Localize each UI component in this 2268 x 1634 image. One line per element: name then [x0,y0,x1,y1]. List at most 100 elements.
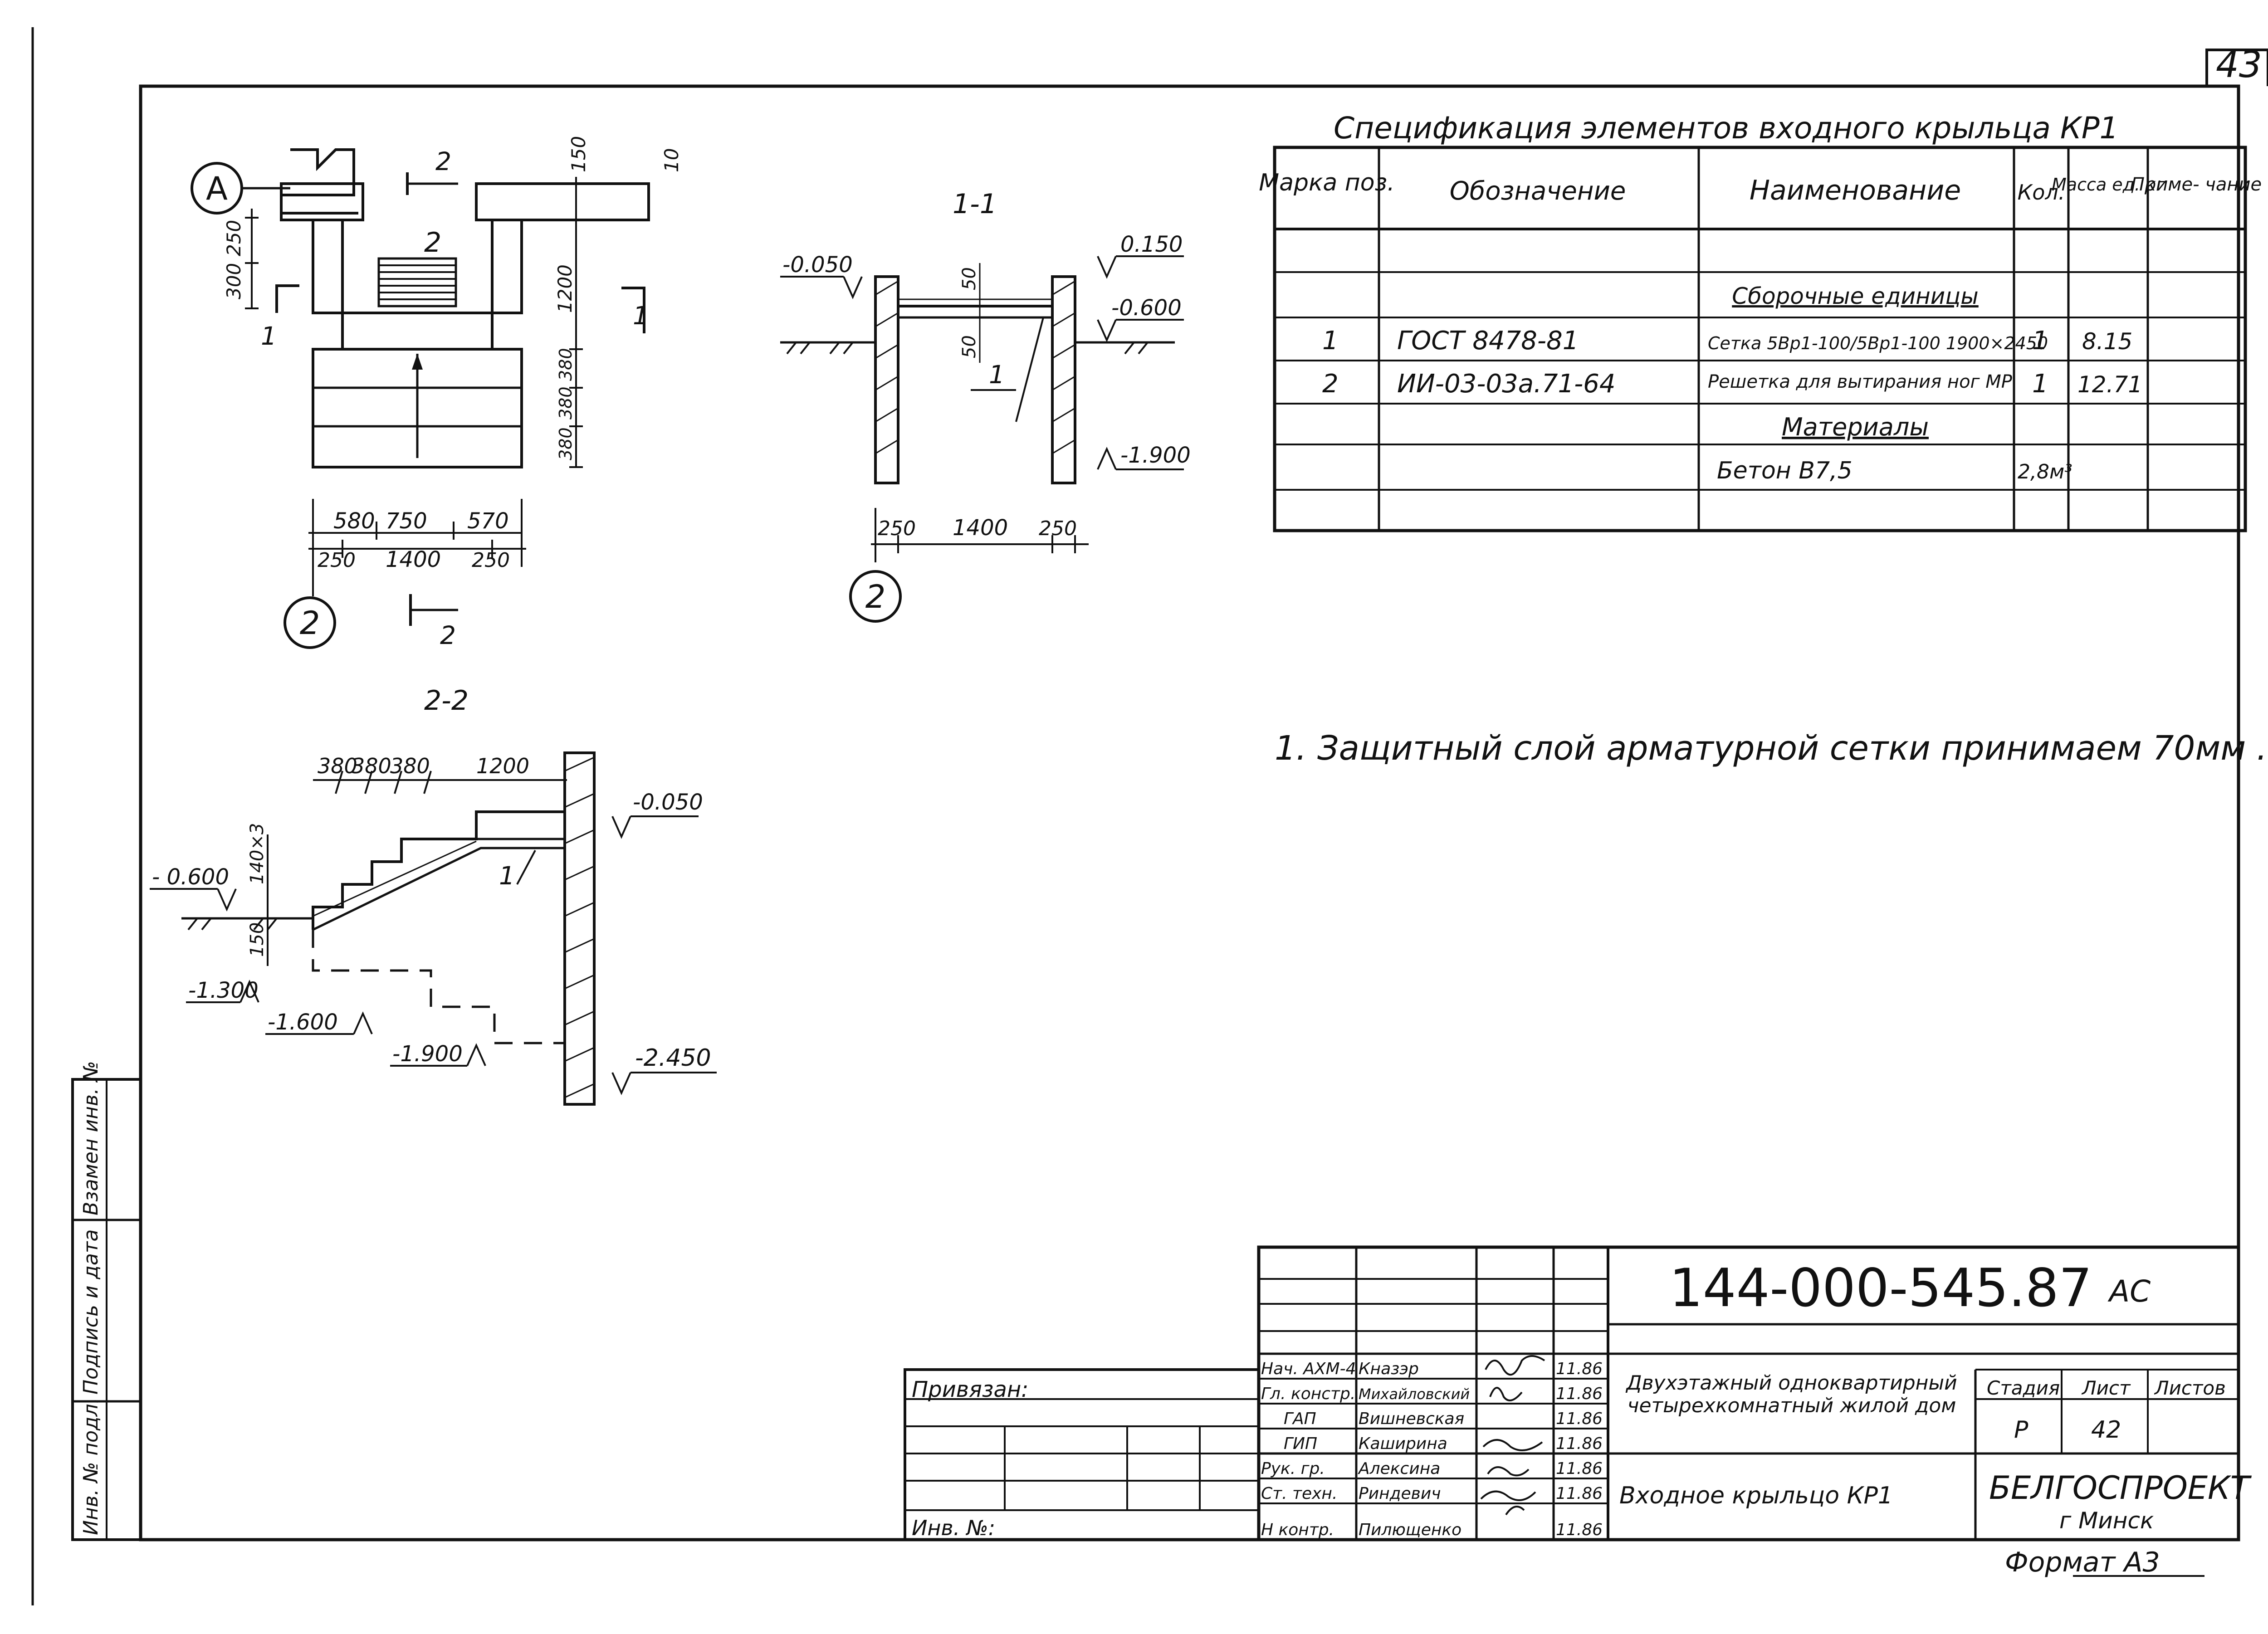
spec-table: Спецификация элементов входного крыльца … [1259,111,2262,532]
spec-row2-pos: 2 [1322,369,1339,399]
spec-header-pos: Марка поз. [1259,169,1395,196]
stamp-stage-label: Стадия [1987,1377,2060,1399]
plan-dim-left-1: 250 [223,220,245,256]
stamp-sheets-label: Листов [2154,1377,2226,1399]
stamp-name-1: Кназэр [1359,1360,1419,1378]
stamp-format: Формат А3 [2005,1546,2160,1578]
spec-header-designation: Обозначение [1450,176,1626,206]
axis-a-label: А [206,170,228,207]
plan-dim-bottom1-a: 580 [333,508,375,534]
section22-dim-top-4: 1200 [476,754,529,778]
section22-level-1: -0.050 [633,790,703,815]
stamp-attached-label: Привязан: [912,1377,1028,1402]
section11-dim-2: 1400 [953,515,1008,541]
stamp-sheet: 42 [2091,1416,2121,1444]
signatures [1480,1355,1545,1516]
stamp-project-title: Двухэтажный одноквартирный четырехкомнат… [1626,1372,1957,1417]
spec-header-note: Приме- чание [2131,174,2262,195]
spec-header-name: Наименование [1750,175,1961,206]
plan-dim-right-1: 1200 [554,264,576,313]
spec-row-section-assemblies: Сборочные единицы [1732,283,1979,309]
plan-dim-top-10: 10 [660,148,683,172]
stamp-date-4: 11.86 [1556,1434,1603,1453]
spec-row2-mass: 12.71 [2077,371,2142,398]
plan-cut-label-bottom: 2 [440,621,456,650]
stamp-role-3: ГАП [1284,1410,1316,1428]
stamp-mark: АС [2107,1274,2151,1309]
section22-level-3: -1.300 [188,978,259,1003]
plan-dim-right-3: 380 [556,386,576,419]
stamp-date-1: 11.86 [1556,1360,1603,1378]
plan-dim-bottom1-c: 570 [467,508,509,534]
sheet-number: 43 [2216,44,2262,86]
section11-axis-bubble [849,570,902,623]
section22-title: 2-2 [424,685,469,717]
section-1-1: 1-1 1 50 50 [780,188,1191,623]
stamp-role-6: Ст. техн. [1261,1484,1337,1503]
plan-section-mark-left: 1 [261,322,277,351]
section11-level-3: -1.900 [1120,443,1191,468]
stamp-role-7: Н контр. [1261,1521,1334,1539]
stamp-name-4: Каширина [1359,1434,1447,1453]
plan-dim-bottom2-c: 250 [472,549,510,572]
plan-view: А 2 2 2 1 1 [191,136,683,650]
section22-small-dim: 150 [247,922,268,957]
spec-row1-designation: ГОСТ 8478-81 [1397,326,1579,356]
section11-small-dim-2: 50 [959,335,980,358]
stamp-city: г Минск [2059,1507,2154,1534]
sheet-number-box [2205,49,2268,86]
plan-axis-2-label: 2 [300,605,320,642]
stamp-inv-label: Инв. №: [912,1516,995,1540]
spec-row2-qty: 1 [2032,369,2048,399]
section11-axis-label: 2 [865,578,886,615]
stamp-role-1: Нач. АХМ-4 [1261,1360,1356,1378]
side-stamp-inv: Инв. № подл. [79,1397,103,1535]
plan-dim-bottom2-a: 250 [318,549,356,572]
spec-row-concrete-name: Бетон В7,5 [1717,457,1853,484]
section11-title: 1-1 [953,188,997,220]
stamp-name-5: Алексина [1358,1459,1440,1478]
stamp-name-7: Пилющенко [1359,1521,1461,1539]
plan-dim-right-2: 380 [556,348,576,381]
section22-step-dim: 140×3 [247,823,268,884]
section22-dim-top-1: 380 [318,754,357,778]
stamp-date-5: 11.86 [1556,1459,1603,1478]
section22-level-6: -2.450 [635,1044,711,1072]
side-stamp-replace: Взамен инв. № [79,1061,103,1215]
spec-header-mass: Масса ед. кг [2052,175,2165,195]
section11-level-2: -0.600 [1111,295,1182,321]
section11-callout: 1 [989,360,1005,389]
side-stamp-signature: Подпись и дата [79,1229,103,1395]
stamp-role-2: Гл. констр. [1261,1385,1355,1403]
plan-axis-2-bubble [284,596,336,649]
spec-row2-name: Решетка для вытирания ног МР [1708,371,2013,392]
stamp-name-3: Вишневская [1359,1410,1464,1428]
stamp-date-2: 11.86 [1556,1385,1603,1403]
stamp-sheet-title: Входное крыльцо КР1 [1619,1482,1893,1509]
plan-cut-label-top: 2 [435,147,451,176]
section11-dim-1: 250 [878,517,916,540]
section22-dim-top-3: 380 [390,754,430,778]
stamp-date-3: 11.86 [1556,1410,1603,1428]
stamp-date-6: 11.86 [1556,1484,1603,1503]
plan-dim-top-150: 150 [567,136,590,172]
section22-level-4: -1.600 [268,1010,338,1035]
section11-level-4: -0.050 [782,252,853,278]
section11-dim-3: 250 [1039,517,1077,540]
side-stamp: Инв. № подл. Подпись и дата Взамен инв. … [71,1061,142,1541]
section22-callout: 1 [499,861,515,890]
stamp-date-7: 11.86 [1556,1521,1603,1539]
stamp-org: БЕЛГОСПРОЕКТ [1989,1469,2252,1507]
spec-header-qty: Кол. [2018,180,2065,205]
section11-level-1: 0.150 [1120,232,1183,257]
section22-level-2: - 0.600 [152,864,229,890]
stamp-stage: Р [2014,1416,2028,1444]
stamp-sheet-label: Лист [2081,1377,2131,1399]
stamp-role-5: Рук. гр. [1261,1459,1325,1478]
spec-row-section-materials: Материалы [1782,413,1929,441]
spec-row1-mass: 8.15 [2082,328,2132,355]
stamp-code: 144-000-545.87 [1669,1258,2092,1319]
plan-dim-right-4: 380 [556,427,576,460]
spec-title: Спецификация элементов входного крыльца … [1334,111,2119,146]
